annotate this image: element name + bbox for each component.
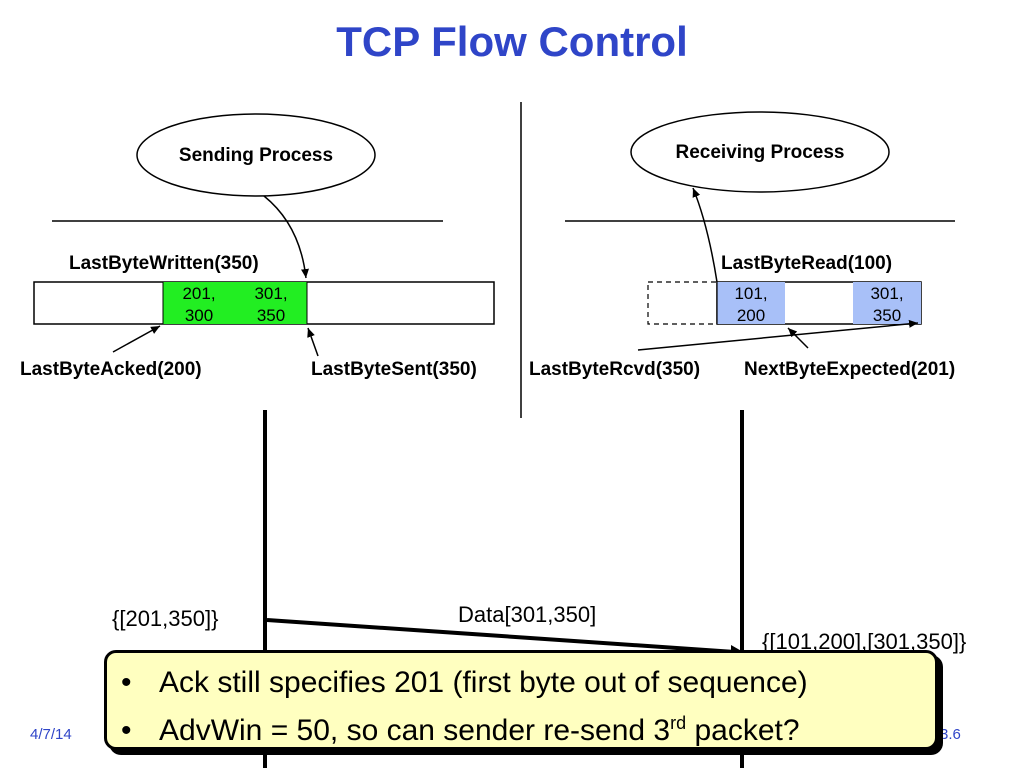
slide-title: TCP Flow Control <box>336 18 688 65</box>
callout-bullet-1: •Ack still specifies 201 (first byte out… <box>121 666 808 699</box>
receiver-segment-2 <box>853 282 921 324</box>
last-byte-acked-label: LastByteAcked(200) <box>20 359 202 380</box>
last-byte-rcvd-label: LastByteRcvd(350) <box>529 359 701 380</box>
sender-segment-2 <box>235 282 307 324</box>
footer-date: 4/7/14 <box>30 726 72 743</box>
callout-bullet-2: •AdvWin = 50, so can sender re-send 3rd … <box>121 713 800 747</box>
sender-segment-1 <box>163 282 235 324</box>
process-to-written-arrow <box>263 195 309 279</box>
callout-box: •Ack still specifies 201 (first byte out… <box>104 650 938 750</box>
receiver-read-region <box>647 281 719 325</box>
read-to-process-arrow <box>692 187 718 283</box>
receiver-segment-1-text: 101,200 <box>734 284 768 325</box>
sender-range-label: {[201,350]} <box>112 606 219 631</box>
data-packet-label: Data[301,350] <box>458 602 597 627</box>
receiver-ranges-label: {[101,200],[301,350]} <box>762 629 967 654</box>
last-byte-read-label: LastByteRead(100) <box>721 253 893 274</box>
last-byte-sent-label: LastByteSent(350) <box>311 359 477 380</box>
receiving-process-ellipse <box>630 111 890 193</box>
data-packet-arrow <box>266 618 736 654</box>
receiver-segment-1 <box>717 282 785 324</box>
receiver-segment-2-text: 301,350 <box>870 284 904 325</box>
expected-arrow <box>787 327 809 349</box>
sender-segment-2-text: 301,350 <box>254 284 288 325</box>
acked-arrow <box>112 325 161 353</box>
last-byte-written-label: LastByteWritten(350) <box>69 253 259 274</box>
rcvd-arrow <box>637 319 919 351</box>
sent-arrow <box>307 327 319 357</box>
next-byte-expected-label: NextByteExpected(201) <box>744 359 956 380</box>
sending-process-ellipse <box>136 113 376 197</box>
footer-page-number: 3.6 <box>940 726 961 743</box>
receiving-process-label: Receiving Process <box>675 142 845 163</box>
sending-process-label: Sending Process <box>178 145 334 166</box>
sender-segment-1-text: 201,300 <box>182 284 216 325</box>
